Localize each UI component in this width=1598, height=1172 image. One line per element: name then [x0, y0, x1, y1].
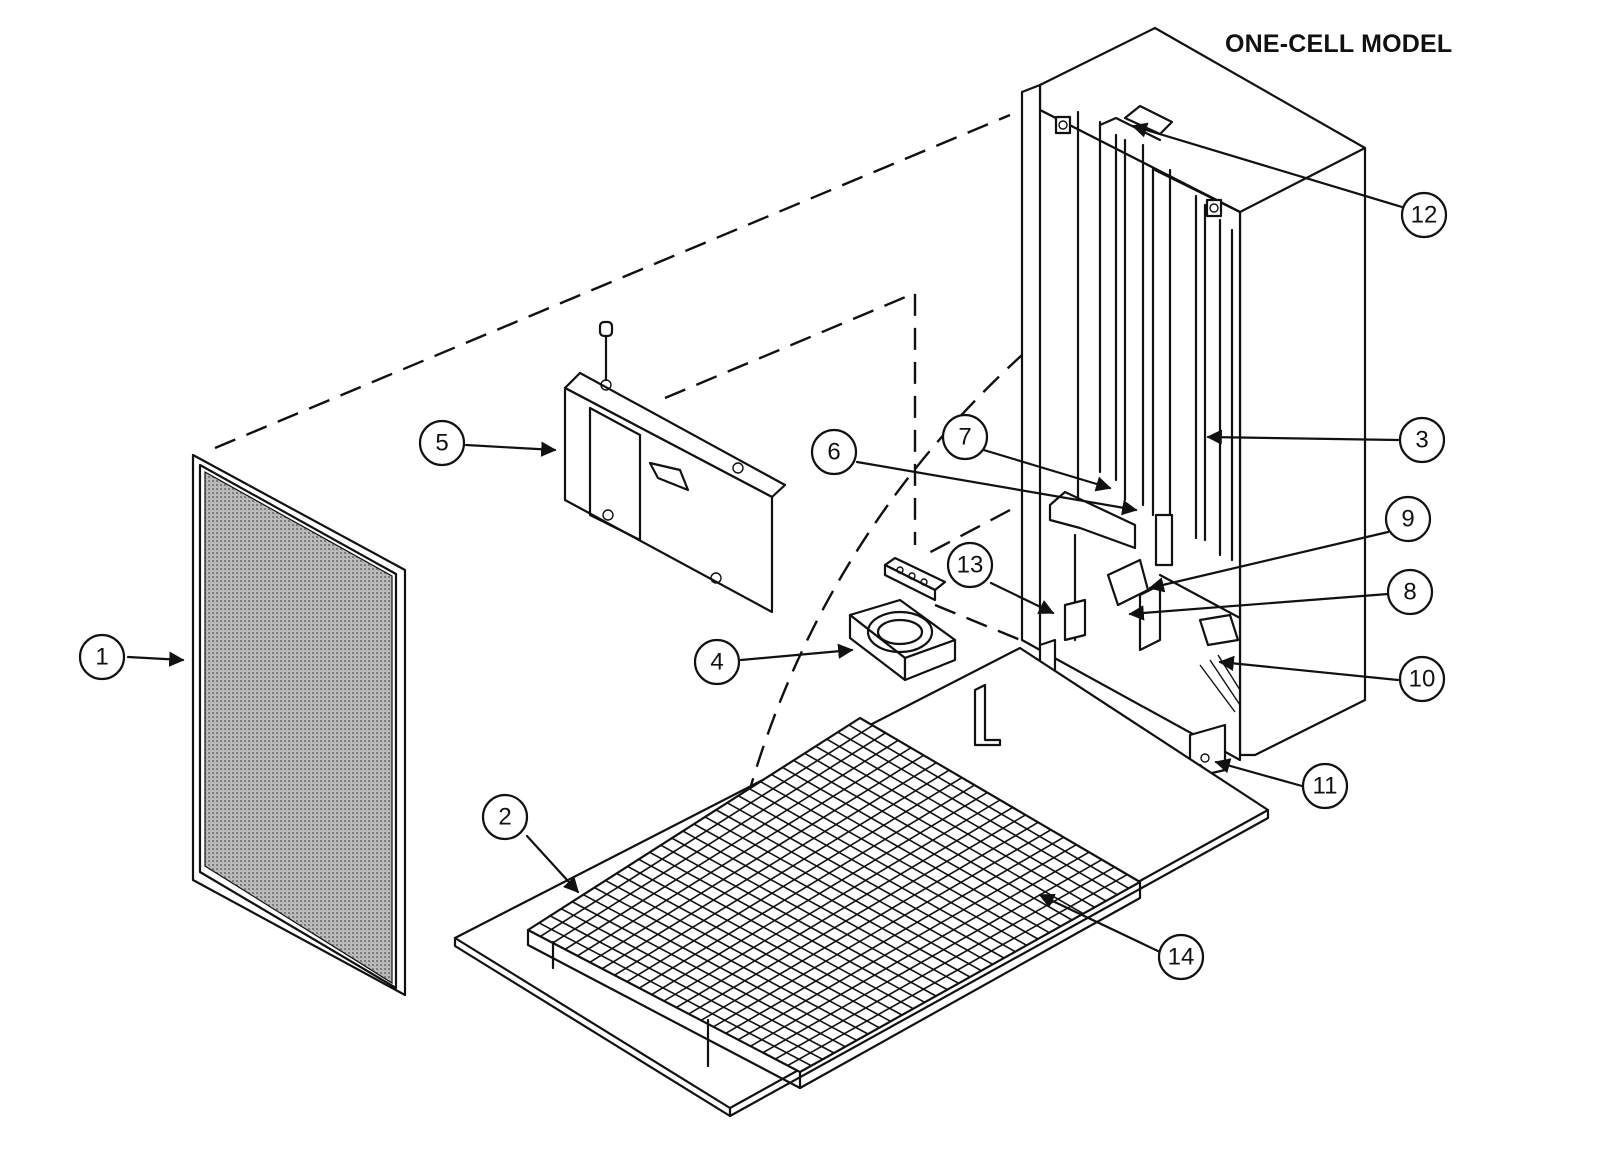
svg-text:14: 14	[1168, 944, 1195, 971]
svg-text:3: 3	[1415, 427, 1428, 454]
grille-bar	[713, 829, 1052, 1028]
svg-text:11: 11	[1313, 773, 1338, 800]
grille-bar	[737, 844, 1077, 1041]
grille-bar	[638, 784, 975, 989]
grille-bar	[651, 791, 988, 996]
callout-8: 8	[1386, 568, 1434, 616]
grille-bar	[725, 836, 1065, 1034]
grille-bar	[750, 851, 1090, 1047]
callout-bubbles: 1 2 3 4 5 6 7 8 9 10 11 12 13 14	[78, 191, 1448, 981]
svg-text:4: 4	[710, 649, 723, 676]
svg-text:13: 13	[957, 552, 984, 579]
svg-text:5: 5	[435, 430, 448, 457]
callout-11: 11	[1301, 762, 1349, 810]
grille-bar	[688, 814, 1026, 1015]
callout-4: 4	[693, 638, 741, 686]
callout-1: 1	[78, 633, 126, 681]
svg-text:12: 12	[1411, 202, 1438, 229]
leader-lines	[126, 122, 1404, 954]
svg-text:9: 9	[1401, 506, 1414, 533]
callout-9: 9	[1384, 495, 1432, 543]
grille-bar	[552, 732, 886, 944]
callout-14: 14	[1157, 933, 1205, 981]
callout-3: 3	[1398, 416, 1446, 464]
grille-bar	[614, 769, 950, 976]
grille-bar	[762, 858, 1103, 1054]
grille-bar	[564, 739, 899, 951]
svg-text:7: 7	[958, 424, 971, 451]
part-1-prefilter	[191, 453, 407, 997]
small-connector-strip	[883, 556, 947, 602]
cabinet-housing	[1020, 26, 1367, 794]
callout-7: 7	[941, 413, 989, 461]
part-14-grille	[526, 716, 1142, 1090]
grille-bar	[774, 866, 1115, 1060]
grille-bar	[787, 873, 1128, 1067]
grille-bar	[589, 754, 925, 963]
grille-bar	[663, 799, 1001, 1002]
grille-bar	[601, 762, 937, 970]
grille-bar	[539, 724, 874, 938]
svg-text:2: 2	[498, 804, 511, 831]
part-5-access-cover	[563, 320, 787, 614]
callout-13: 13	[946, 541, 994, 589]
part-4-fan-motor	[848, 598, 957, 682]
callout-12: 12	[1400, 191, 1448, 239]
svg-text:1: 1	[95, 644, 108, 671]
diagram-title: ONE-CELL MODEL	[1225, 30, 1453, 58]
grille-bar	[626, 776, 963, 983]
svg-text:6: 6	[827, 439, 840, 466]
callout-5: 5	[418, 419, 466, 467]
svg-text:8: 8	[1403, 579, 1416, 606]
callout-10: 10	[1398, 655, 1446, 703]
grille-bar	[675, 806, 1014, 1009]
callout-2: 2	[481, 793, 529, 841]
grille-bar	[700, 821, 1039, 1022]
callout-6: 6	[810, 428, 858, 476]
grille-bar	[577, 747, 912, 957]
svg-text:10: 10	[1409, 666, 1436, 693]
